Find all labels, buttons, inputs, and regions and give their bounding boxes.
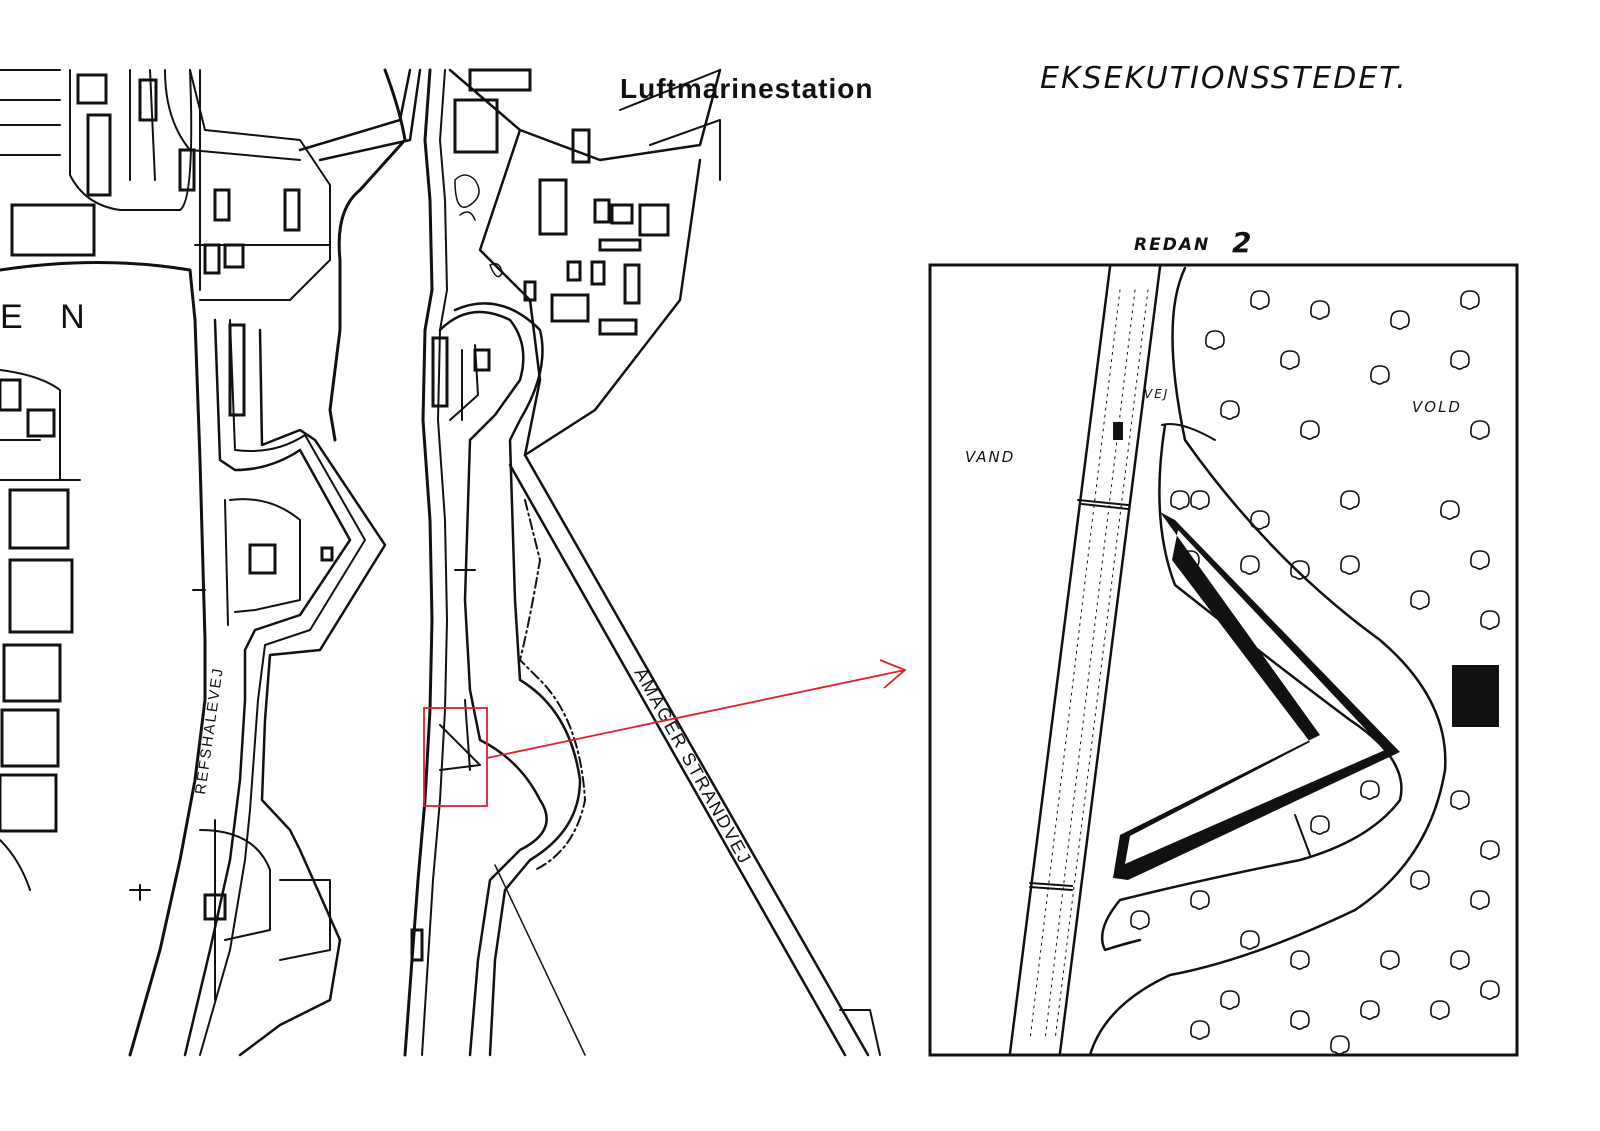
tree-mark [1450, 350, 1470, 370]
tree-mark [1170, 490, 1190, 510]
tree-mark [1360, 1000, 1380, 1020]
tree-mark [1330, 1035, 1350, 1055]
tree-mark [1390, 310, 1410, 330]
tree-mark [1460, 290, 1480, 310]
west-rampart [0, 261, 387, 1057]
tree-mark [1450, 790, 1470, 810]
tree-mark [1280, 350, 1300, 370]
tree-mark [1220, 990, 1240, 1010]
tree-mark [1470, 550, 1490, 570]
tree-mark [1470, 420, 1490, 440]
central-harbour [328, 68, 448, 1057]
tree-mark [1480, 980, 1500, 1000]
tree-mark [1410, 590, 1430, 610]
town-blocks [0, 69, 96, 891]
airbase-label: Luftmarinestation [620, 73, 873, 104]
tree-mark [1290, 560, 1310, 580]
amager-strandvej-road [494, 453, 881, 1057]
tree-mark [1410, 870, 1430, 890]
redan-v-structure [1113, 512, 1400, 880]
east-rampart [410, 302, 586, 1057]
tree-mark [1130, 910, 1150, 930]
callout-box [423, 707, 488, 807]
tree-scribbles [1130, 290, 1500, 1055]
rampart-curve [1088, 266, 1447, 1057]
tree-mark [1340, 490, 1360, 510]
tree-mark [1380, 950, 1400, 970]
tree-mark [1250, 510, 1270, 530]
tree-mark [1180, 550, 1200, 570]
refshalevej-label: REFSHALEVEJ [192, 666, 227, 796]
tree-mark [1310, 300, 1330, 320]
vej-label: VEJ [1144, 387, 1169, 401]
detail-frame [928, 263, 1519, 1057]
tree-mark [1190, 1020, 1210, 1040]
tree-mark [1480, 610, 1500, 630]
tree-mark [1310, 815, 1330, 835]
tree-mark [1470, 890, 1490, 910]
road-strip [1008, 265, 1162, 1055]
page-title: EKSEKUTIONSSTEDET. [1040, 61, 1408, 96]
amager-strandvej-label: AMAGER STRANDVEJ [631, 664, 756, 868]
tree-mark [1190, 890, 1210, 910]
tree-mark [1430, 1000, 1450, 1020]
detail-heading: REDAN [1134, 235, 1210, 255]
detail-heading-number: 2 [1232, 226, 1251, 259]
black-building [1452, 665, 1499, 727]
tree-mark [1205, 330, 1225, 350]
vand-label: VAND [965, 448, 1015, 466]
tree-mark [1450, 950, 1470, 970]
tree-mark [1360, 780, 1380, 800]
detail-map: REDAN 2 VAND VEJ VOLD [928, 226, 1519, 1057]
road-marker [1113, 422, 1123, 440]
tree-mark [1190, 490, 1210, 510]
tree-mark [1240, 930, 1260, 950]
vold-label: VOLD [1412, 398, 1462, 416]
northeast-buildings [448, 68, 722, 457]
tree-mark [1240, 555, 1260, 575]
tree-mark [1370, 365, 1390, 385]
north-quarter [69, 68, 422, 301]
tree-mark [1440, 500, 1460, 520]
tree-mark [1220, 400, 1240, 420]
tree-mark [1340, 555, 1360, 575]
tree-mark [1300, 420, 1320, 440]
callout-pointer [423, 659, 907, 807]
detail-heading-text: REDAN [1134, 235, 1210, 255]
tree-mark [1290, 950, 1310, 970]
water-fragment-label: E N [0, 298, 99, 336]
tree-mark [1250, 290, 1270, 310]
tree-mark [1290, 1010, 1310, 1030]
overview-map: Luftmarinestation E N REFSHALEVEJ AMAGER… [0, 68, 907, 1057]
tree-mark [1480, 840, 1500, 860]
callout-arrow [486, 659, 907, 759]
